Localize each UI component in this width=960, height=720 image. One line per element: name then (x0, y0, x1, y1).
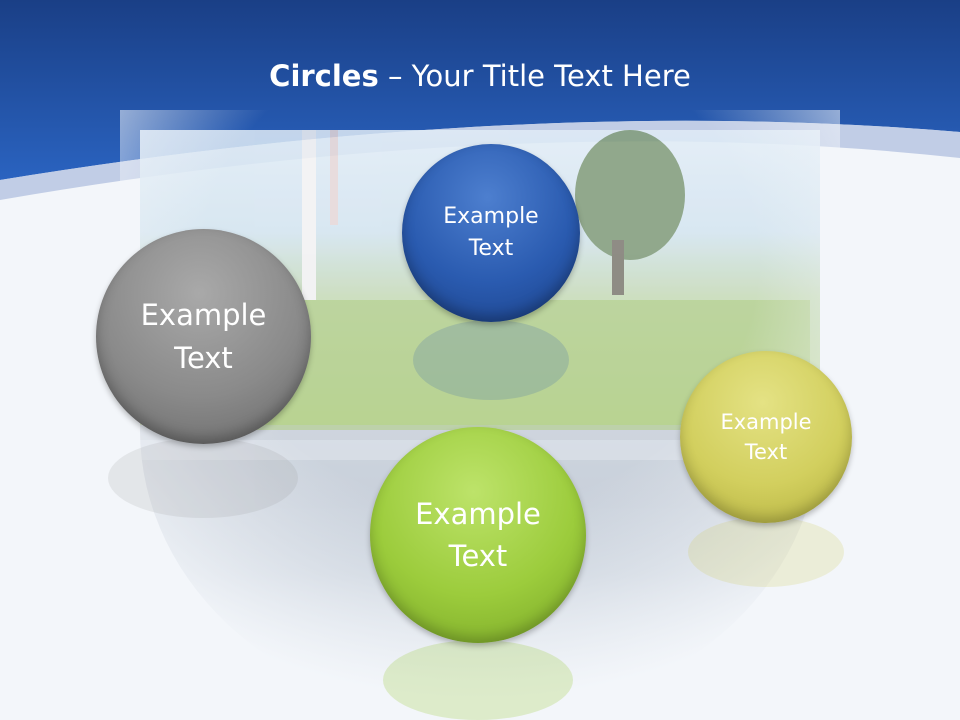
circle-gray-label: Example Text (140, 298, 267, 375)
title-rest: – Your Title Text Here (378, 59, 691, 93)
page-title: Circles – Your Title Text Here (0, 52, 960, 100)
circle-green[interactable]: Example Text (370, 427, 586, 643)
circle-gray[interactable]: Example Text (96, 229, 311, 444)
circle-yellow-label: Example Text (720, 409, 812, 464)
circle-blue-label: Example Text (443, 204, 539, 261)
circle-blue[interactable]: Example Text (402, 144, 580, 322)
circle-green-label: Example Text (415, 496, 541, 573)
circle-yellow[interactable]: Example Text (680, 351, 852, 523)
title-bold: Circles (269, 59, 379, 93)
